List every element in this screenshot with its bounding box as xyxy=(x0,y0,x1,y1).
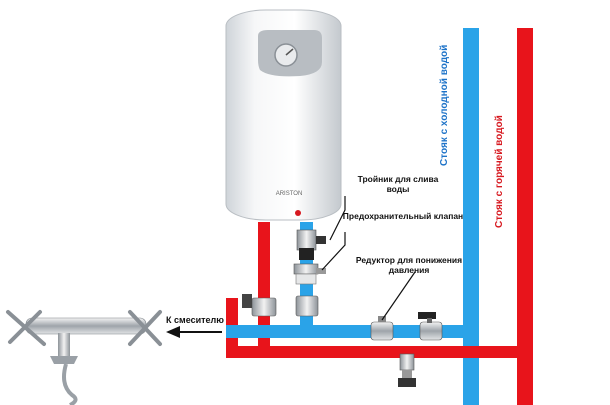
leader-lines xyxy=(321,196,416,321)
hot-riser-label: Стояк с горячей водой xyxy=(494,115,505,228)
indicator-light-icon xyxy=(295,210,301,216)
cold-riser-label: Стояк с холодной водой xyxy=(439,44,450,166)
pressure-reducer-label: Редуктор для понижения давления xyxy=(355,255,463,275)
hot-horizontal-pipe xyxy=(226,346,533,358)
shower-hose xyxy=(62,363,78,405)
safety-valve-label: Предохранительный клапан xyxy=(342,211,464,221)
safety-valve xyxy=(293,263,326,285)
water-heater: ARISTON xyxy=(225,9,342,221)
drain-tee xyxy=(296,229,326,260)
hot-vertical-pipe xyxy=(258,222,270,354)
mixer-faucet xyxy=(6,310,162,405)
heater-brand-text: ARISTON xyxy=(276,191,303,197)
hot-riser-pipe xyxy=(517,28,533,405)
to-mixer-label: К смесителю xyxy=(166,315,224,325)
cold-riser-pipe xyxy=(463,28,479,405)
arrow-head-icon xyxy=(166,326,180,338)
hot-line-drain-valve xyxy=(398,353,416,387)
cold-riser-ball-valve xyxy=(418,312,443,341)
cold-horizontal-pipe xyxy=(226,325,479,338)
drain-tee-label: Тройник для слива воды xyxy=(357,174,439,194)
hot-outlet-valve xyxy=(242,294,277,317)
cold-inlet-valve xyxy=(295,295,319,317)
